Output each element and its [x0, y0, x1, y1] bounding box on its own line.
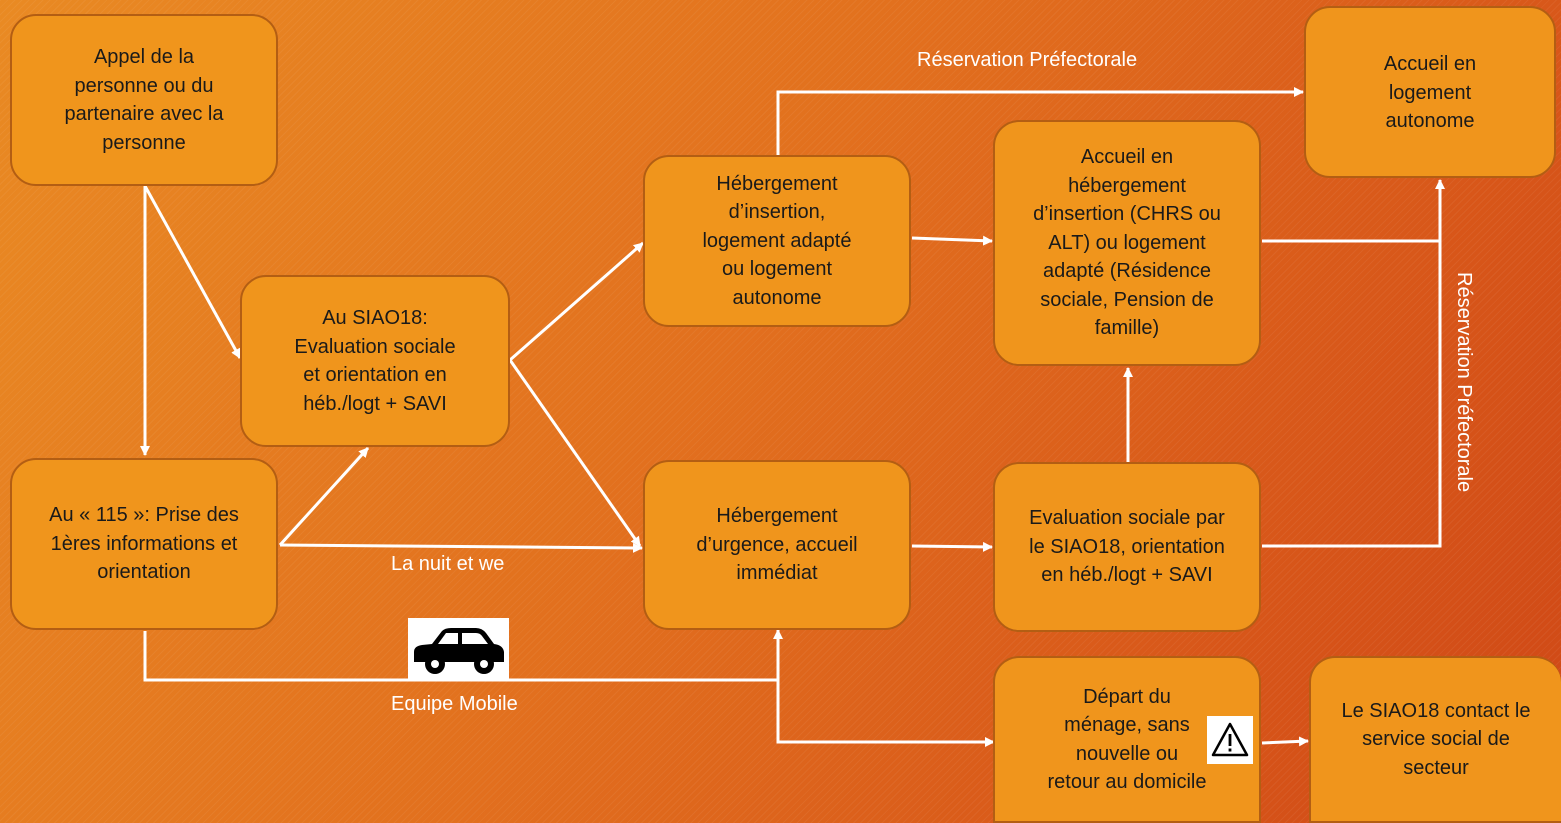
arrow-siao-to-insertion [509, 241, 644, 362]
arrow-115-to-siao [278, 446, 370, 547]
box-evaluation-siao18-text: Evaluation sociale par le SIAO18, orient… [1029, 507, 1225, 587]
arrow-to-depart [776, 680, 995, 747]
box-115: Au « 115 »: Prise des 1ères informations… [10, 458, 278, 630]
warning-icon [1207, 716, 1253, 764]
label-equipe-mobile: Equipe Mobile [391, 693, 518, 715]
box-accueil-logement-autonome: Accueil en logement autonome [1304, 6, 1556, 178]
car-icon [408, 618, 509, 681]
label-reservation-prefectorale-side: Réservation Préfectorale [1453, 272, 1475, 493]
box-accueil-hebergement-insertion-text: Accueil en hébergement d’insertion (CHRS… [1033, 146, 1221, 340]
box-115-text: Au « 115 »: Prise des 1ères informations… [49, 504, 239, 584]
box-hebergement-insertion: Hébergement d’insertion, logement adapté… [643, 155, 911, 327]
arrow-accueil-to-logement [1262, 179, 1445, 243]
box-depart-menage-text: Départ du ménage, sans nouvelle ou retou… [1047, 685, 1207, 794]
arrow-115-to-urgence [279, 542, 643, 553]
arrow-insertion-to-accueil [911, 235, 993, 246]
label-reservation-prefectorale-top: Réservation Préfectorale [917, 49, 1138, 71]
arrow-eval-to-logement [1262, 241, 1442, 548]
box-accueil-hebergement-insertion: Accueil en hébergement d’insertion (CHRS… [993, 120, 1261, 366]
box-evaluation-siao18: Evaluation sociale par le SIAO18, orient… [993, 462, 1261, 632]
box-siao-evaluation: Au SIAO18: Evaluation sociale et orienta… [240, 275, 510, 447]
box-siao-evaluation-text: Au SIAO18: Evaluation sociale et orienta… [294, 307, 456, 415]
label-nuit-et-we: La nuit et we [391, 553, 505, 575]
arrow-reservation-top [776, 87, 1304, 155]
box-accueil-logement-autonome-text: Accueil en logement autonome [1383, 53, 1477, 132]
box-appel-text: Appel de la personne ou du partenaire av… [64, 46, 224, 154]
box-hebergement-urgence-text: Hébergement d’urgence, accueil immédiat [696, 505, 858, 585]
arrow-appel-to-siao [143, 185, 242, 359]
arrow-depart-to-contact [1261, 736, 1309, 747]
arrow-urgence-to-eval [911, 541, 993, 552]
arrow-siao-to-urgence [508, 359, 642, 547]
box-hebergement-urgence: Hébergement d’urgence, accueil immédiat [643, 460, 911, 630]
box-appel: Appel de la personne ou du partenaire av… [10, 14, 278, 186]
box-contact-service-social: Le SIAO18 contact le service social de s… [1309, 656, 1561, 823]
box-contact-service-social-text: Le SIAO18 contact le service social de s… [1341, 699, 1531, 779]
box-hebergement-insertion-text: Hébergement d’insertion, logement adapté… [702, 172, 852, 309]
